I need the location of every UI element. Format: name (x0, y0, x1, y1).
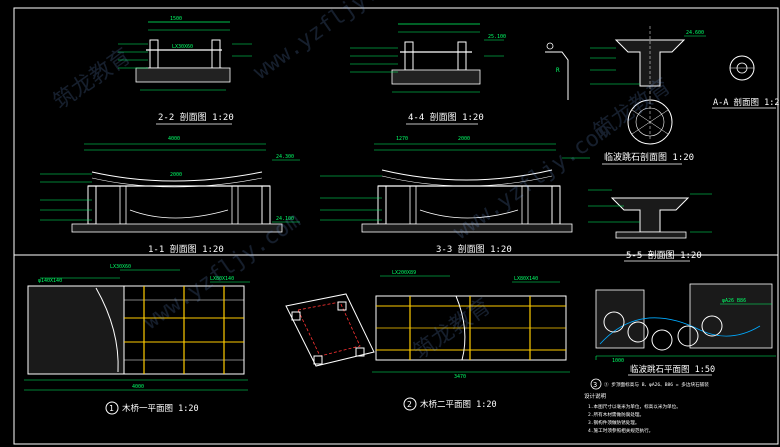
title-stone-section: 临波跳石剖面图 1:20 (604, 151, 694, 163)
circle-number-2: 2 (407, 400, 412, 409)
stepping-stone-plan: φA26 B86 1000 临波跳石平面图 1:50 3 ③ 步顶面标高与 B、… (590, 283, 776, 390)
dim-1270-sec33: 1270 (396, 136, 408, 142)
section-4-4: 25.100 4-4 剖面图 1:20 (350, 23, 506, 125)
bridge-1-plan: φ140X140 LX30X60 LX80X140 4000 1 木桥一平面图 … (24, 264, 250, 415)
elev-24100: 24.100 (276, 216, 294, 222)
title-section-3-3: 3-3 剖面图 1:20 (436, 243, 512, 255)
label-lx200x89: LX200X89 (392, 270, 416, 276)
label-lx80x140-plan2: LX80X140 (514, 276, 538, 282)
watermarks: www.yzfljy.com www.yzfljy.com 筑龙教育 筑龙教育 … (49, 0, 675, 365)
label-lx80x140-plan1: LX80X140 (210, 276, 234, 282)
section-3-3: 1270 2000 3-3 剖面图 1:20 (320, 136, 590, 256)
title-section-1-1: 1-1 剖面图 1:20 (148, 243, 224, 255)
watermark-brand-1: 筑龙教育 (49, 44, 135, 115)
elev-25100: 25.100 (488, 34, 506, 40)
title-section-5-5: 5-5 剖面图 1:20 (626, 249, 702, 261)
title-section-a-a: A-A 剖面图 1:20 (713, 97, 780, 108)
title-plan-1: 木桥一平面图 1:20 (122, 403, 199, 414)
label-phi140: φ140X140 (38, 278, 62, 284)
title-plan-2: 木桥二平面图 1:20 (420, 399, 497, 410)
dim-2000-sec33: 2000 (458, 136, 470, 142)
label-r: R (556, 67, 560, 74)
dim-4000-sec11: 4000 (168, 136, 180, 142)
circle-number-3: 3 (593, 381, 597, 389)
note-3: 3.钢构件须做防锈处理。 (588, 419, 639, 426)
dim-1000-stone: 1000 (612, 358, 624, 364)
circle-marker-3 (590, 378, 602, 390)
label-lx30x60: LX30X60 (172, 44, 193, 50)
note-1: 1.本图尺寸以毫米为单位，标高以米为单位。 (588, 403, 681, 410)
watermark-brand-3: 筑龙教育 (409, 294, 495, 365)
note-2: 2.所有木材需做防腐处理。 (588, 411, 644, 418)
label-stone-dim: φA26 B86 (722, 298, 746, 304)
section-a-a: A-A 剖面图 1:20 (712, 55, 780, 109)
stone-note: ③ 步顶面标高与 B、φA26、B86 = 多边块石铺装 (604, 381, 709, 388)
note-4: 4.施工时须参照相关规范执行。 (588, 427, 653, 434)
elev-24600: 24.600 (686, 30, 704, 36)
section-5-5: 5-5 剖面图 1:20 (588, 189, 712, 262)
detail-a-ring: R (545, 42, 569, 100)
label-lx30x60-plan1: LX30X60 (110, 264, 131, 270)
elev-24300: 24.300 (276, 154, 294, 160)
circle-number-1: 1 (109, 404, 114, 413)
bridge-2-plan: LX200X89 LX80X140 3470 2 木桥二平面图 1:20 (285, 270, 570, 411)
design-notes: 设计说明 1.本图尺寸以毫米为单位，标高以米为单位。 2.所有木材需做防腐处理。… (584, 392, 681, 434)
section-2-2: 1500 LX30X60 2-2 剖面图 1:20 (118, 16, 252, 125)
title-section-2-2: 2-2 剖面图 1:20 (158, 111, 234, 123)
dim-1500-top: 1500 (170, 16, 182, 22)
title-section-4-4: 4-4 剖面图 1:20 (408, 111, 484, 123)
section-1-1: 4000 2000 24.300 24.100 1-1 剖面图 1:20 (40, 136, 300, 256)
circle-marker-1 (105, 401, 119, 415)
title-stone-plan: 临波跳石平面图 1:50 (630, 364, 715, 375)
dim-4000-plan1: 4000 (132, 384, 144, 390)
dim-3470: 3470 (454, 374, 466, 380)
notes-heading: 设计说明 (584, 392, 607, 400)
sheet-border (13, 7, 779, 445)
stepping-stone-section: 24.600 临波跳石剖面图 1:20 (590, 26, 706, 165)
dim-2000-sec11: 2000 (170, 172, 182, 178)
circle-marker-2 (403, 397, 417, 411)
